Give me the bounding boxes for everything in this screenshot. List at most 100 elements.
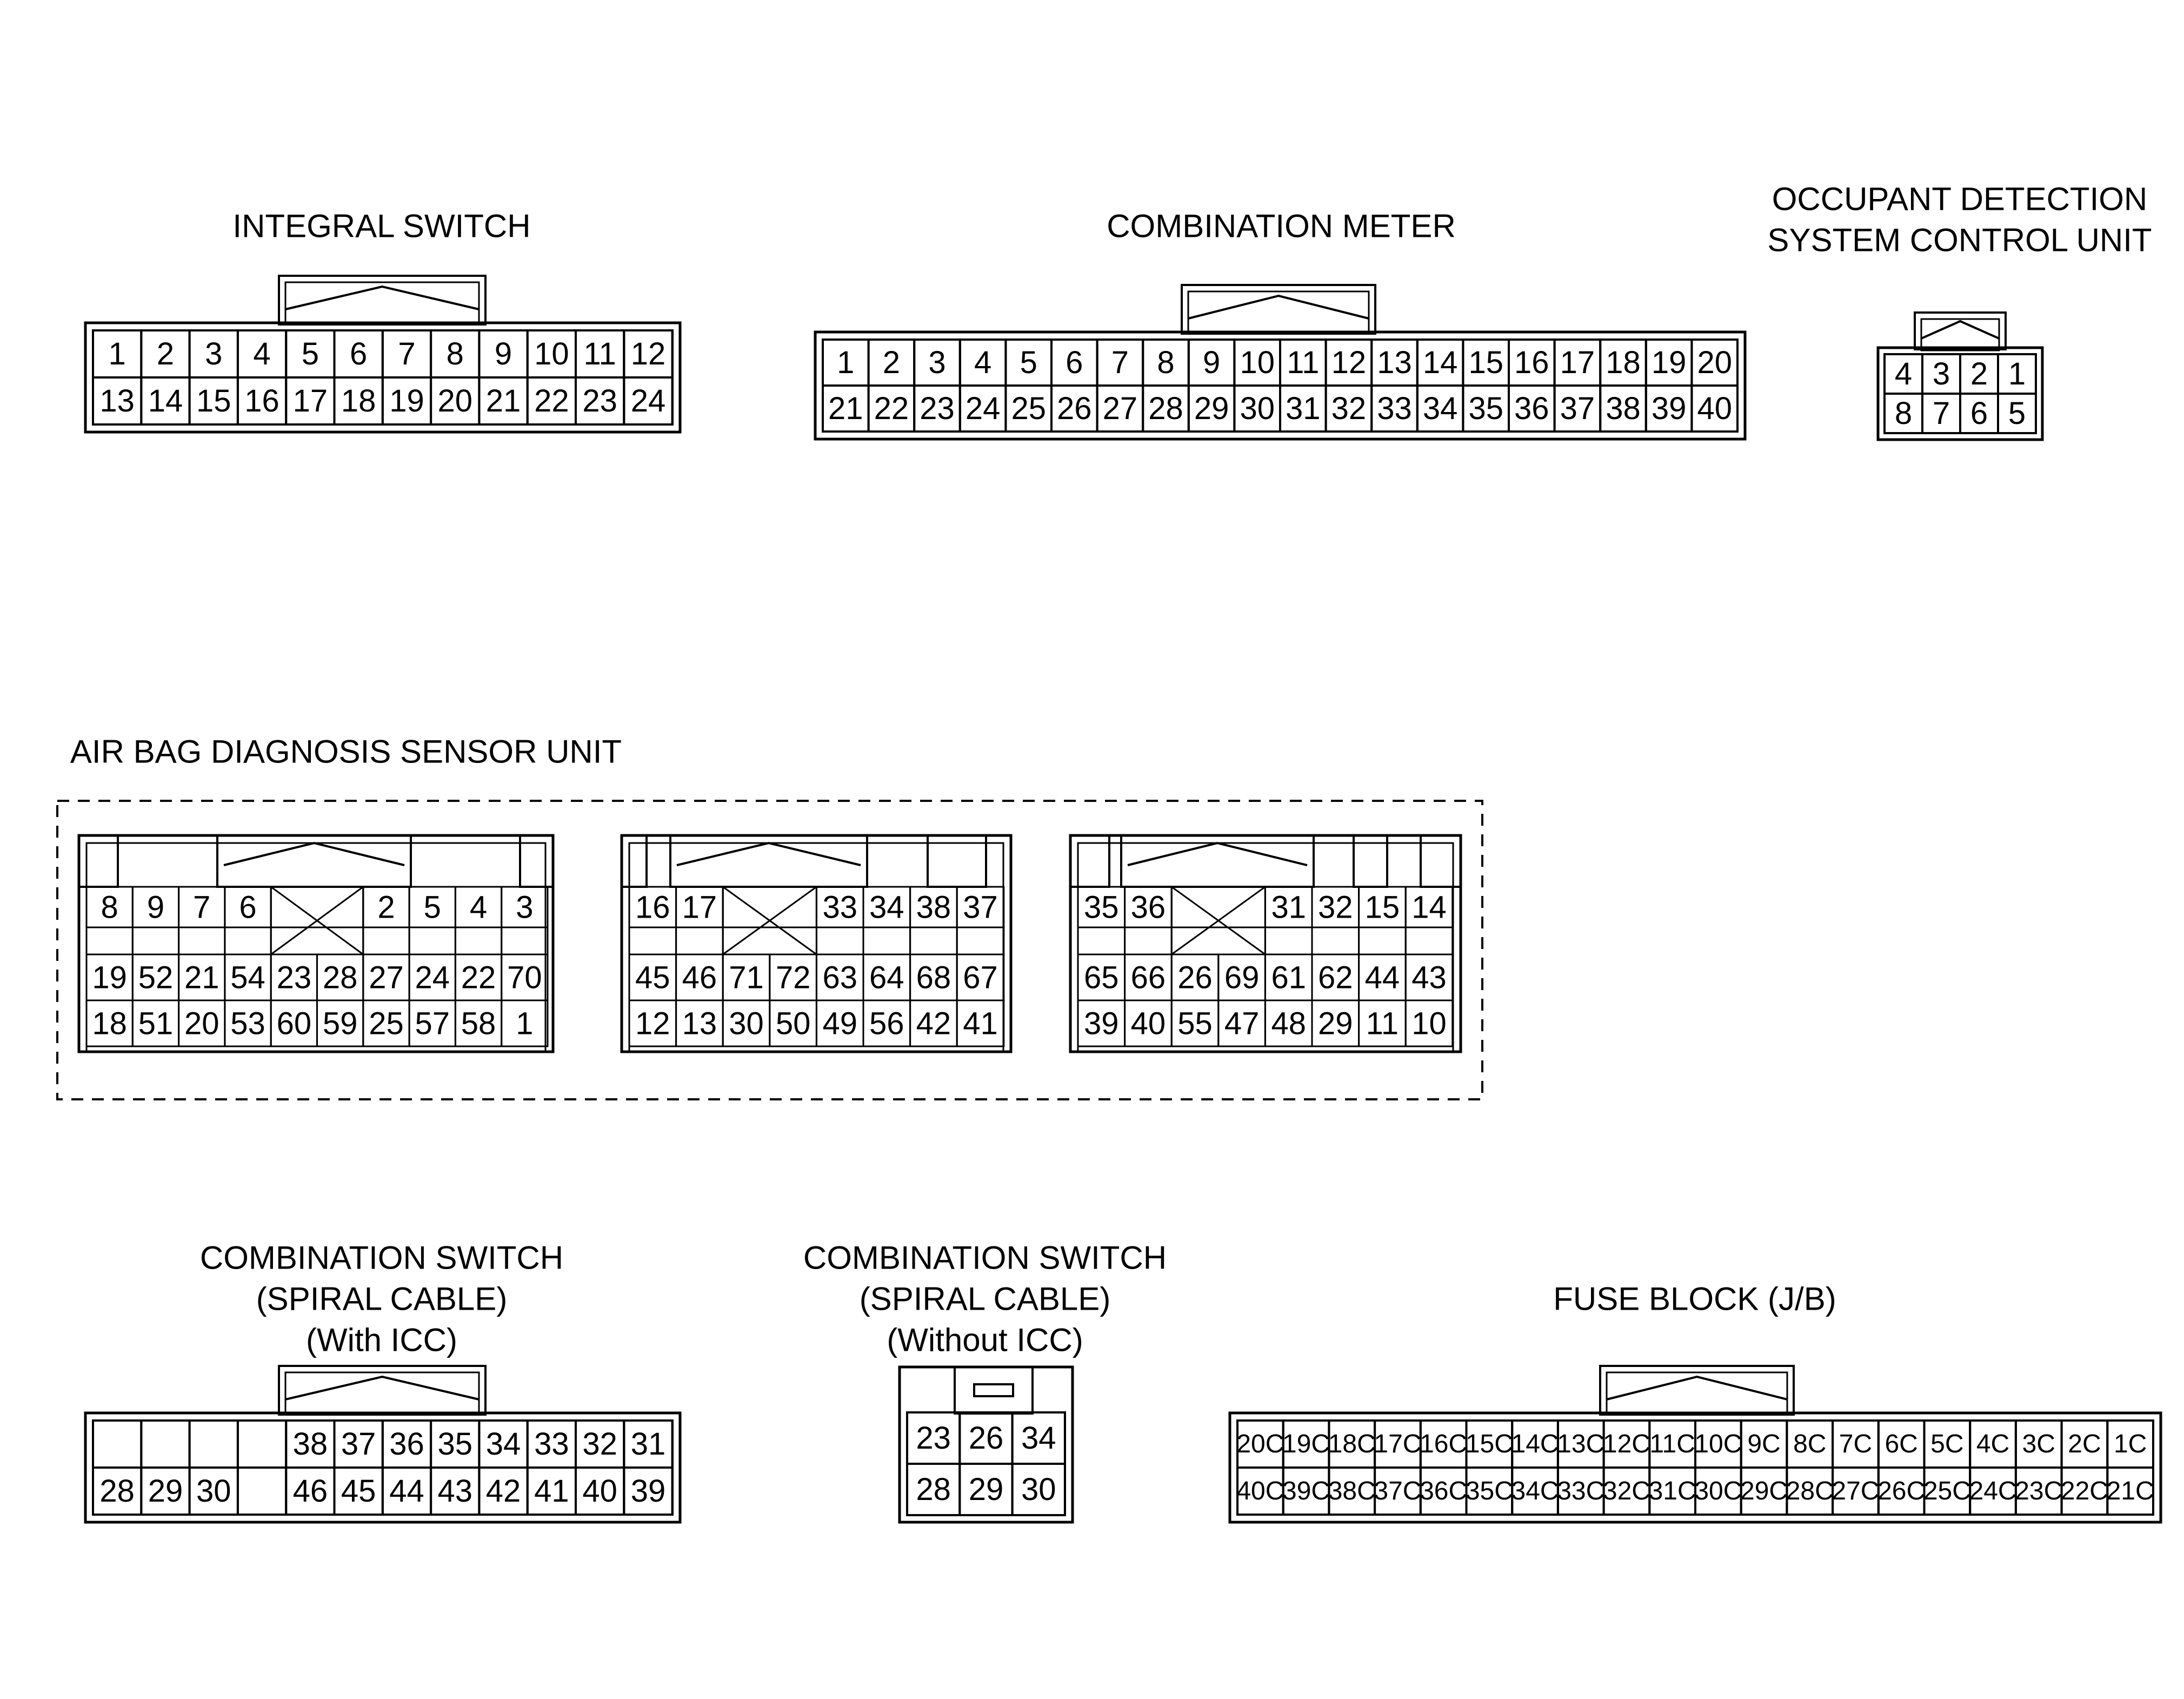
- pin-label: 54: [230, 960, 265, 995]
- pin-label: 16: [635, 890, 670, 925]
- pin-cell: [236, 1466, 288, 1516]
- pin-label: 28: [1148, 391, 1183, 426]
- pin-label: 8: [101, 890, 118, 925]
- pin-label: 34: [1021, 1421, 1056, 1456]
- pin-label: 39C: [1282, 1477, 1330, 1505]
- pin-label: 1: [2008, 356, 2026, 391]
- pin-label: 16: [244, 383, 279, 419]
- pin-label: 29: [969, 1472, 1004, 1507]
- pin-label: 21: [184, 960, 219, 995]
- pin-label: 18: [1606, 345, 1641, 380]
- pin-label: 31: [1271, 890, 1306, 925]
- pin-label: 34: [869, 890, 904, 925]
- pin-label: 28: [916, 1472, 951, 1507]
- pin-label: 36C: [1420, 1477, 1467, 1505]
- pin-label: 55: [1177, 1006, 1213, 1041]
- pin-cell: [236, 1419, 288, 1469]
- pin-label: 38C: [1328, 1477, 1376, 1505]
- pin-label: 34: [1423, 391, 1458, 426]
- connector-latch: [954, 1366, 1034, 1415]
- pin-label: 33: [822, 890, 857, 925]
- connector-shell: [1228, 1411, 2162, 1524]
- pin-label: 13: [99, 383, 135, 419]
- pin-label: 24: [966, 391, 1001, 426]
- pin-label: 32C: [1603, 1477, 1650, 1505]
- pin-label: 5: [2008, 396, 2026, 431]
- pin-cell: [140, 1419, 191, 1469]
- connector-title: (SPIRAL CABLE): [860, 1281, 1111, 1317]
- connector-latch-inner: [1187, 290, 1370, 335]
- pin-label: 61: [1271, 960, 1306, 995]
- pin-label: 14: [1411, 890, 1447, 925]
- pin-cell: [188, 1419, 239, 1469]
- pin-label: 59: [323, 1006, 358, 1041]
- pin-label: 27C: [1832, 1477, 1879, 1505]
- pin-label: 3: [516, 890, 533, 925]
- empty-cavity-cross: [270, 886, 364, 955]
- pin-cell-gap: [501, 926, 549, 955]
- pin-label: 29: [148, 1474, 183, 1509]
- pin-label: 11C: [1649, 1430, 1695, 1458]
- connector-key-chevron: [223, 841, 405, 866]
- pin-label: 2: [157, 336, 174, 371]
- pin-label: 20C: [1236, 1430, 1284, 1458]
- pin-label: 16C: [1420, 1430, 1467, 1458]
- pin-label: 37: [341, 1426, 376, 1462]
- pin-label: 17C: [1374, 1430, 1421, 1458]
- pin-cell-gap: [224, 926, 272, 955]
- pin-cell-gap: [815, 926, 864, 955]
- pin-label: 23: [916, 1421, 951, 1456]
- pin-label: 5: [302, 336, 319, 371]
- pin-cell-gap: [408, 926, 456, 955]
- connector-title: (SPIRAL CABLE): [256, 1281, 508, 1317]
- pin-label: 38: [916, 890, 951, 925]
- pin-cell-gap: [178, 926, 226, 955]
- pin-label: 35C: [1466, 1477, 1513, 1505]
- pin-label: 56: [869, 1006, 904, 1041]
- pin-label: 36: [389, 1426, 424, 1462]
- pin-label: 6C: [1885, 1430, 1917, 1458]
- connector-shell: [1876, 346, 2044, 441]
- pin-label: 49: [822, 1006, 857, 1041]
- pin-label: 4C: [1976, 1430, 2009, 1458]
- connector-latch-inner: [284, 1371, 480, 1416]
- pin-label: 9: [147, 890, 164, 925]
- pin-label: 15: [1468, 345, 1503, 380]
- pin-label: 30C: [1694, 1477, 1742, 1505]
- pin-label: 70: [507, 960, 542, 995]
- connector-latch-inner: [284, 281, 480, 326]
- pin-label: 42: [916, 1006, 951, 1041]
- pin-label: 7: [1111, 345, 1129, 380]
- pin-label: 22C: [2061, 1477, 2108, 1505]
- pin-label: 50: [776, 1006, 811, 1041]
- pin-label: 21: [486, 383, 521, 419]
- connector-title: (With ICC): [306, 1322, 457, 1358]
- pin-label: 35: [1084, 890, 1119, 925]
- pin-label: 23: [277, 960, 312, 995]
- pin-label: 20: [184, 1006, 219, 1041]
- pin-label: 40: [1697, 391, 1732, 426]
- pin-label: 1: [109, 336, 126, 371]
- pin-cell-gap: [454, 926, 503, 955]
- connector-key-chevron: [285, 285, 480, 310]
- connector-key-chevron: [285, 1375, 480, 1401]
- pin-label: 1C: [2114, 1430, 2147, 1458]
- pin-label: 5: [424, 890, 441, 925]
- pin-cell-gap: [628, 926, 677, 955]
- pin-label: 40: [582, 1474, 617, 1509]
- pin-label: 20: [1697, 345, 1732, 380]
- pin-label: 20: [437, 383, 472, 419]
- pin-label: 12: [631, 336, 666, 371]
- pin-label: 64: [869, 960, 904, 995]
- pin-label: 22: [874, 391, 909, 426]
- pin-cell-gap: [131, 926, 180, 955]
- pin-label: 14: [1423, 345, 1458, 380]
- pin-label: 33: [1377, 391, 1412, 426]
- pin-label: 34C: [1512, 1477, 1559, 1505]
- pin-label: 60: [277, 1006, 312, 1041]
- pin-label: 17: [682, 890, 717, 925]
- pin-label: 14C: [1512, 1430, 1559, 1458]
